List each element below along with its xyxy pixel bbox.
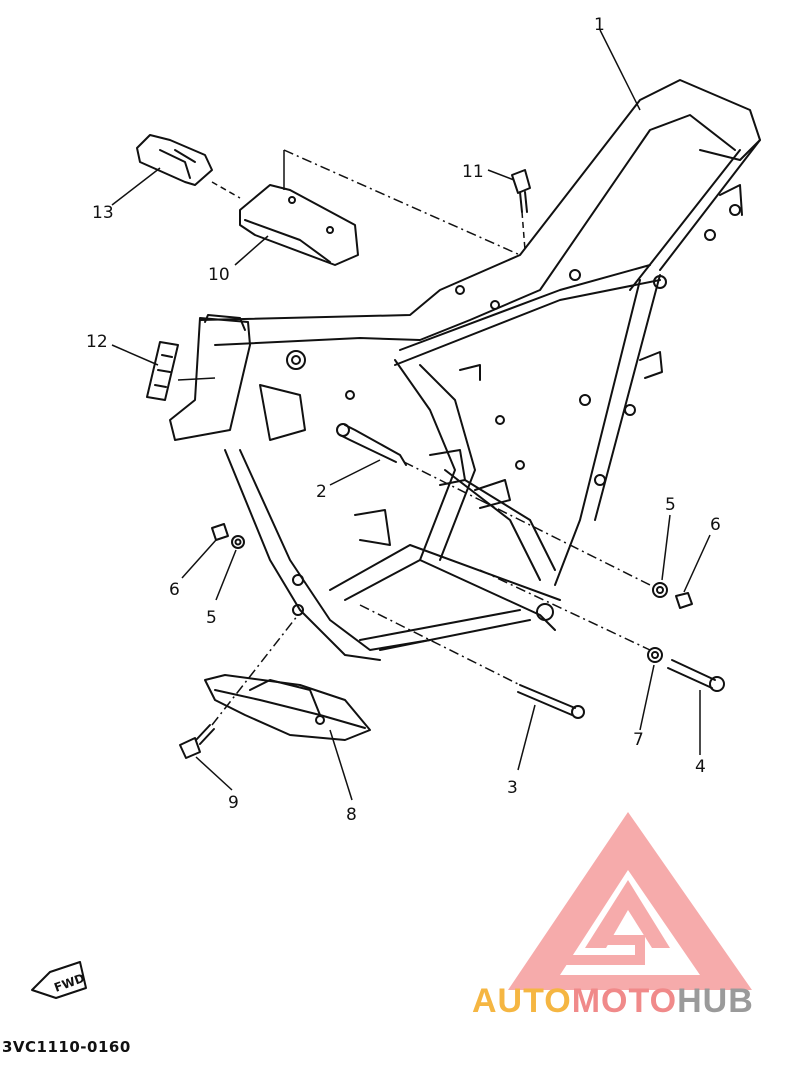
- frame-drawing: [31, 79, 761, 999]
- part-2-bolt: [336, 423, 407, 466]
- callout-2: 2: [316, 482, 327, 502]
- part-6-nut-right: [675, 592, 693, 609]
- watermark-hub: HUB: [677, 982, 754, 1020]
- callout-7: 7: [633, 730, 644, 750]
- callout-labels: 1 2 3 4 5 5 6 6 7 8 9 10 11 12 13 FWD: [52, 15, 721, 995]
- part-7-washer: [647, 647, 663, 663]
- callout-6-right: 6: [710, 515, 721, 535]
- watermark-text: AUTOMOTOHUB: [472, 982, 754, 1021]
- part-13-cover: [136, 134, 213, 186]
- leader-lines: [111, 29, 711, 801]
- part-8-skid-plate: [204, 674, 371, 741]
- part-9-bolt: [179, 724, 215, 759]
- callout-8: 8: [346, 805, 357, 825]
- watermark-logo-icon: [508, 812, 752, 990]
- document-code: 3VC1110-0160: [2, 1038, 131, 1056]
- callout-9: 9: [228, 793, 239, 813]
- callout-1: 1: [594, 15, 605, 35]
- callout-10: 10: [208, 265, 230, 285]
- main-frame: [169, 79, 761, 661]
- callout-5-left: 5: [206, 608, 217, 628]
- callout-4: 4: [695, 757, 706, 777]
- part-6-nut-left: [211, 523, 229, 541]
- part-5-washer-right: [652, 582, 668, 598]
- part-12-label: [146, 341, 179, 401]
- part-11-bolt: [511, 169, 531, 213]
- callout-5-right: 5: [665, 495, 676, 515]
- callout-11: 11: [462, 162, 484, 182]
- watermark-moto: MOTO: [571, 982, 678, 1020]
- fwd-label: FWD: [52, 971, 86, 995]
- callout-13: 13: [92, 203, 114, 223]
- part-4-bolt: [667, 659, 725, 692]
- part-10-cover-plate: [239, 184, 359, 266]
- callout-12: 12: [86, 332, 108, 352]
- watermark-auto: AUTO: [472, 982, 572, 1020]
- fwd-arrow-icon: [31, 961, 87, 999]
- callout-3: 3: [507, 778, 518, 798]
- callout-6-left: 6: [169, 580, 180, 600]
- part-5-washer-left: [231, 535, 245, 549]
- part-3-bolt: [517, 684, 585, 719]
